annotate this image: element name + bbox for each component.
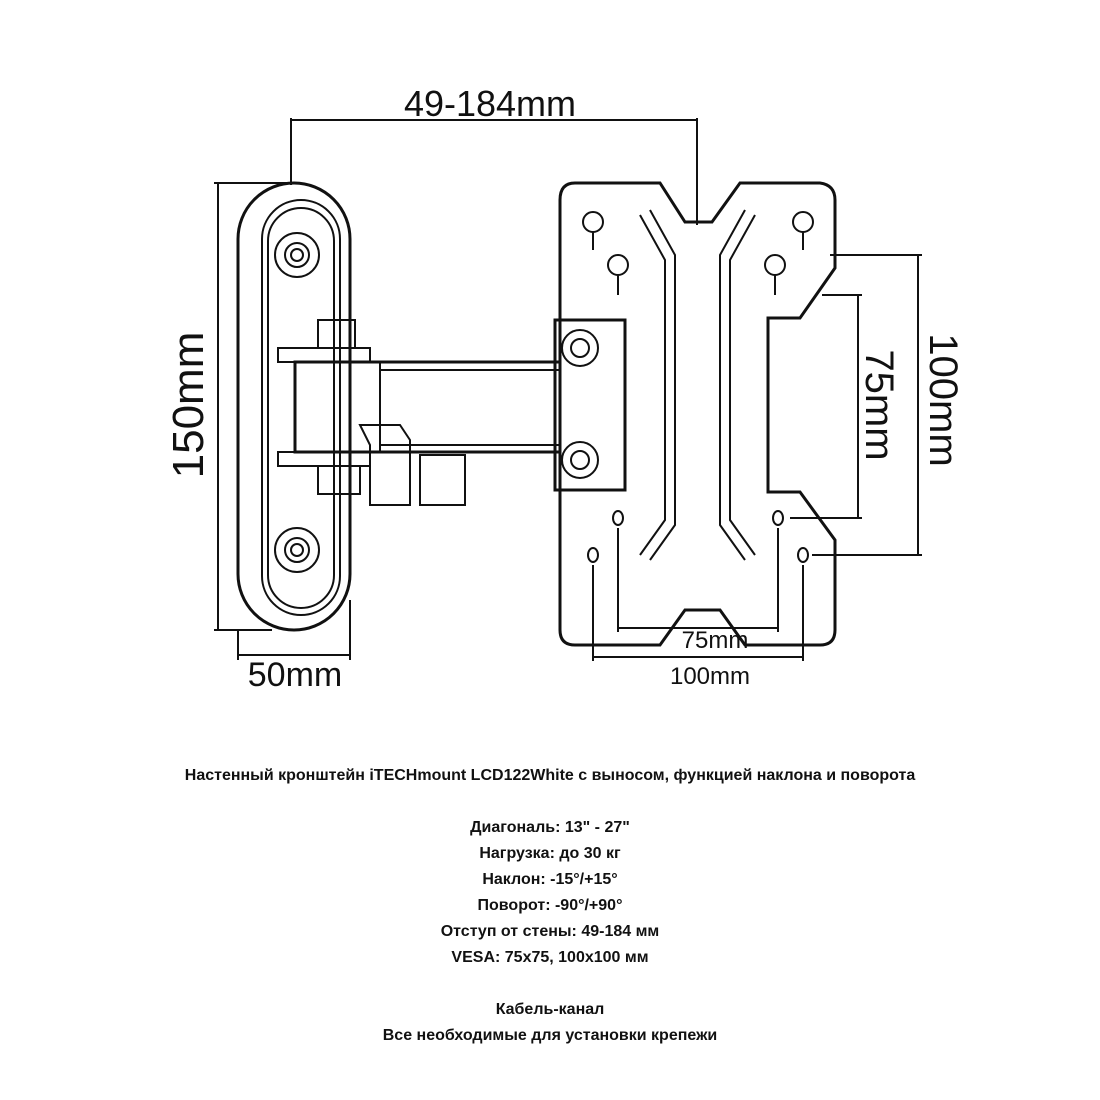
wall-plate xyxy=(236,181,352,632)
spec-diagonal: Диагональ: 13" - 27" xyxy=(470,819,630,836)
wall-plate-width-label: 50mm xyxy=(248,656,342,694)
mount-hole-icon xyxy=(587,510,809,563)
spec-tilt: Наклон: -15°/+15° xyxy=(482,871,618,888)
wall-plate-width-dimension: 50mm xyxy=(237,600,351,694)
extra-cable-channel: Кабель-канал xyxy=(495,1001,605,1018)
product-title: Настенный кронштейн iTECHmount LCD122Whi… xyxy=(184,767,916,784)
arm xyxy=(277,319,562,506)
keyhole-icon xyxy=(582,211,814,295)
wall-plate-height-dimension: 150mm xyxy=(164,182,290,631)
offset-label: 49-184mm xyxy=(404,83,576,124)
vesa-vertical-large-label: 100mm xyxy=(921,333,965,466)
bolt-icon xyxy=(274,527,320,573)
spec-swivel: Поворот: -90°/+90° xyxy=(477,897,623,914)
spec-wall-offset: Отступ от стены: 49-184 мм xyxy=(440,923,660,940)
vesa-horizontal-dimensions: 75mm 100mm xyxy=(592,528,804,690)
product-description: Настенный кронштейн iTECHmount LCD122Whi… xyxy=(0,763,1100,1049)
vesa-horizontal-large-label: 100mm xyxy=(670,663,750,690)
spec-load: Нагрузка: до 30 кг xyxy=(479,845,621,862)
vesa-plate xyxy=(558,181,837,647)
tilt-block xyxy=(553,318,627,492)
extra-fasteners: Все необходимые для установки крепежи xyxy=(382,1027,718,1044)
bracket-diagram: 49-184mm 150mm 50mm xyxy=(164,83,965,694)
vesa-vertical-dimensions: 100mm 75mm xyxy=(790,254,965,556)
wall-plate-height-label: 150mm xyxy=(164,332,213,479)
spec-vesa: VESA: 75x75, 100x100 мм xyxy=(451,949,649,966)
vesa-horizontal-small-label: 75mm xyxy=(682,627,749,654)
nut-icon xyxy=(561,441,599,479)
nut-icon xyxy=(561,329,599,367)
bolt-icon xyxy=(274,232,320,278)
offset-dimension: 49-184mm xyxy=(290,83,698,225)
vesa-vertical-small-label: 75mm xyxy=(857,349,901,460)
